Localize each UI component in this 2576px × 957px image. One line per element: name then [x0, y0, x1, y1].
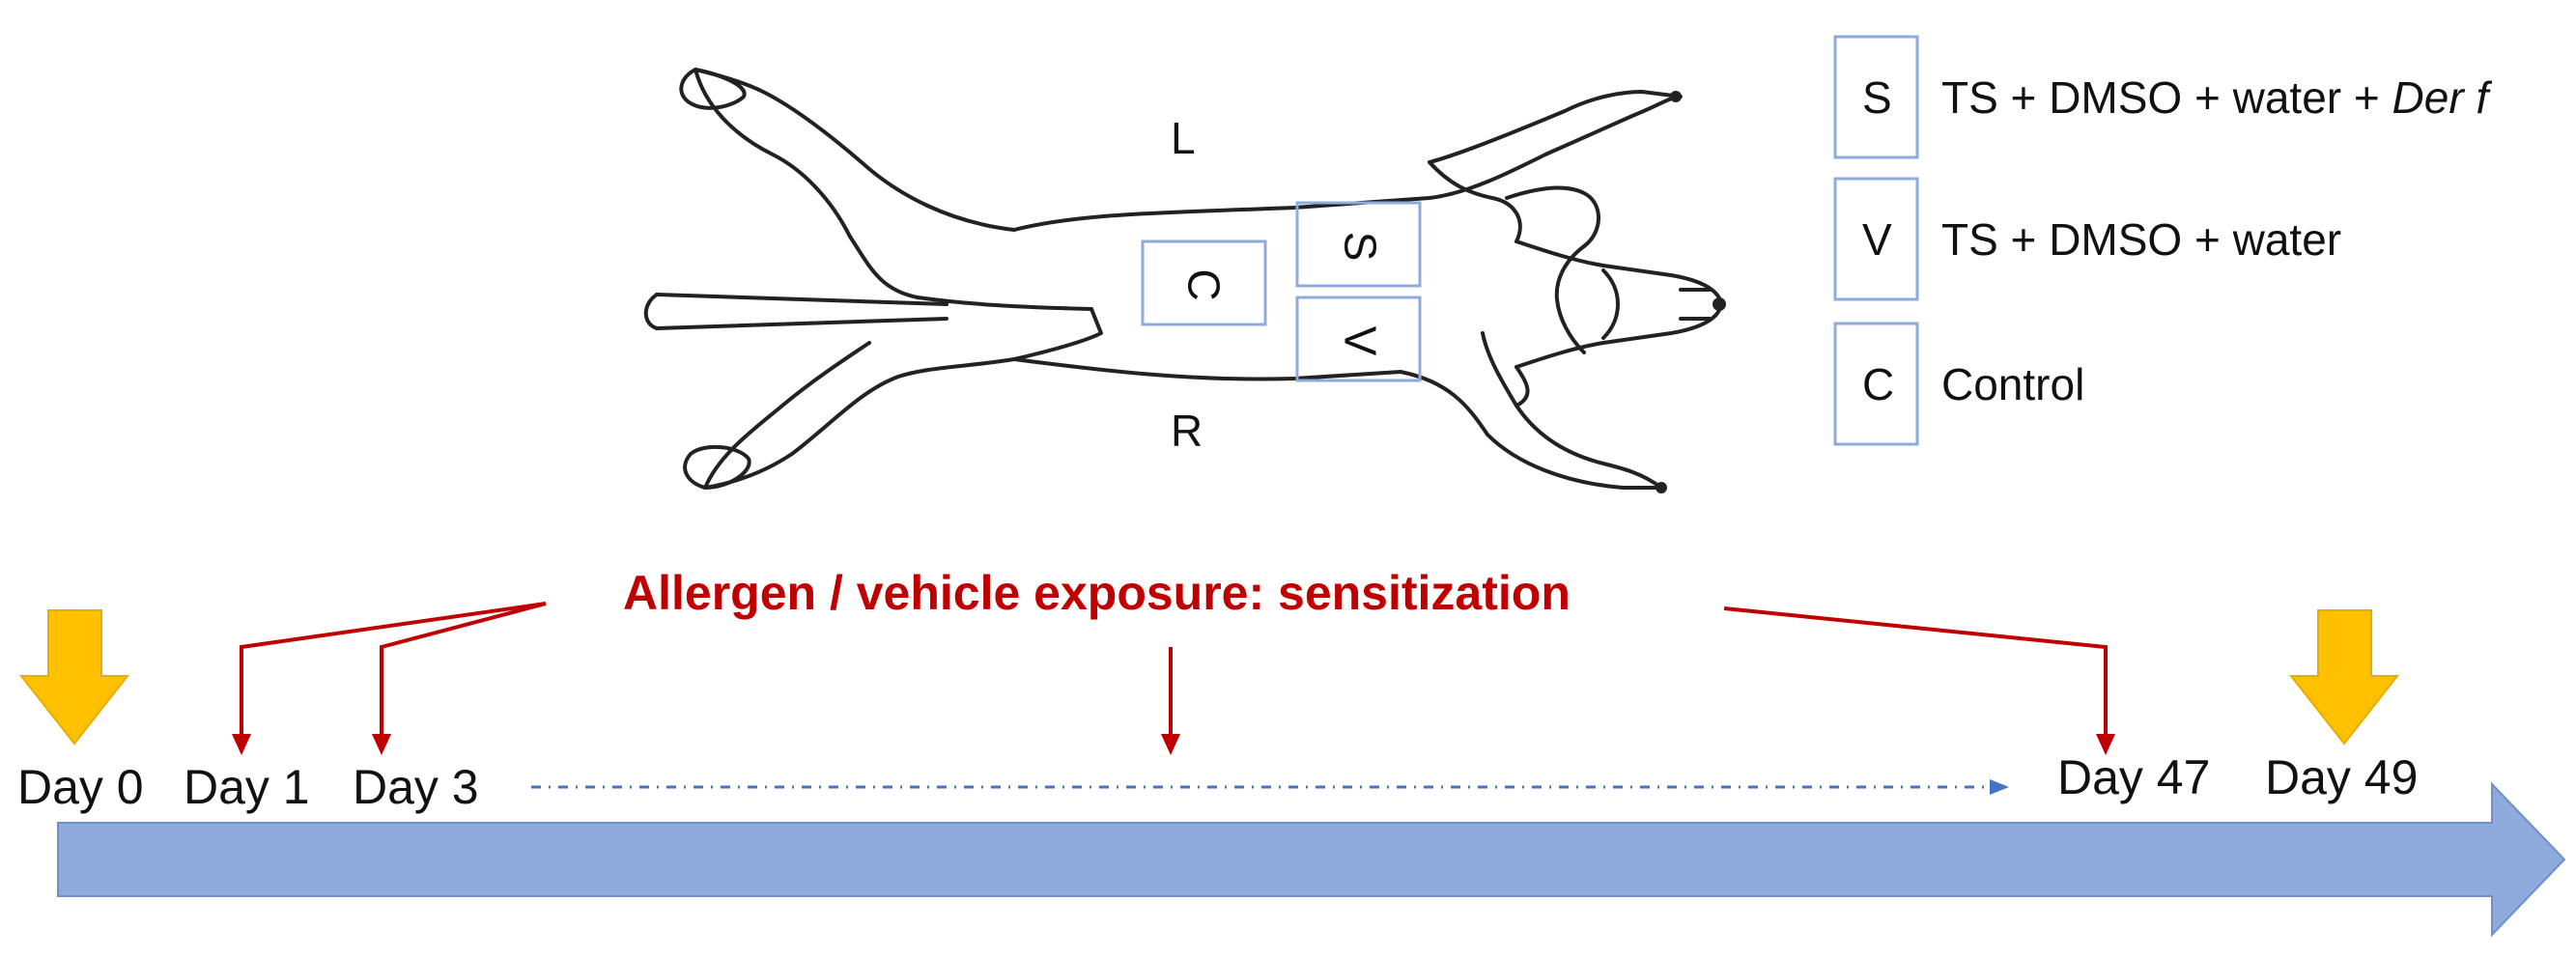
- dog-left-label: L: [1171, 113, 1196, 163]
- dog-right-label: R: [1171, 406, 1203, 456]
- patch-box-s: [1295, 201, 1422, 288]
- exposure-arrows: [240, 602, 2108, 739]
- patch-label-c: C: [1178, 268, 1230, 301]
- day-label-3: Day 3: [353, 760, 479, 814]
- legend-key-c: C: [1862, 359, 1895, 409]
- interval-dotted-arrowhead: [1990, 779, 2009, 795]
- patch-box-c: [1141, 239, 1267, 326]
- legend-box-s: [1833, 35, 1919, 159]
- day-label-0: Day 0: [17, 760, 144, 814]
- legend-text-s-main: TS + DMSO + water +: [1941, 72, 2392, 123]
- dog-drawing: [643, 68, 1726, 493]
- legend-text-s: TS + DMSO + water + Der f: [1941, 75, 2488, 120]
- patch-label-s: S: [1335, 231, 1386, 262]
- legend-text-c: Control: [1941, 359, 2085, 409]
- patch-label-v: V: [1335, 325, 1386, 356]
- legend-box-v: [1833, 177, 1919, 301]
- day-49-marker-arrow: [2288, 609, 2400, 746]
- exposure-arrowheads: [232, 734, 2115, 755]
- day-label-47: Day 47: [2057, 750, 2211, 804]
- day-label-49: Day 49: [2265, 750, 2419, 804]
- day-label-1: Day 1: [184, 760, 310, 814]
- timeline-arrow: [57, 781, 2566, 938]
- legend-key-s: S: [1862, 72, 1892, 123]
- legend-text-v: TS + DMSO + water: [1941, 214, 2342, 265]
- timeline-title: Allergen / vehicle exposure: sensitizati…: [623, 566, 1571, 620]
- legend-text-s-italic: Der f: [2392, 72, 2489, 123]
- day-0-marker-arrow: [18, 609, 130, 746]
- legend-key-v: V: [1862, 214, 1892, 265]
- legend-box-c: [1833, 322, 1919, 446]
- patch-box-v: [1295, 296, 1422, 382]
